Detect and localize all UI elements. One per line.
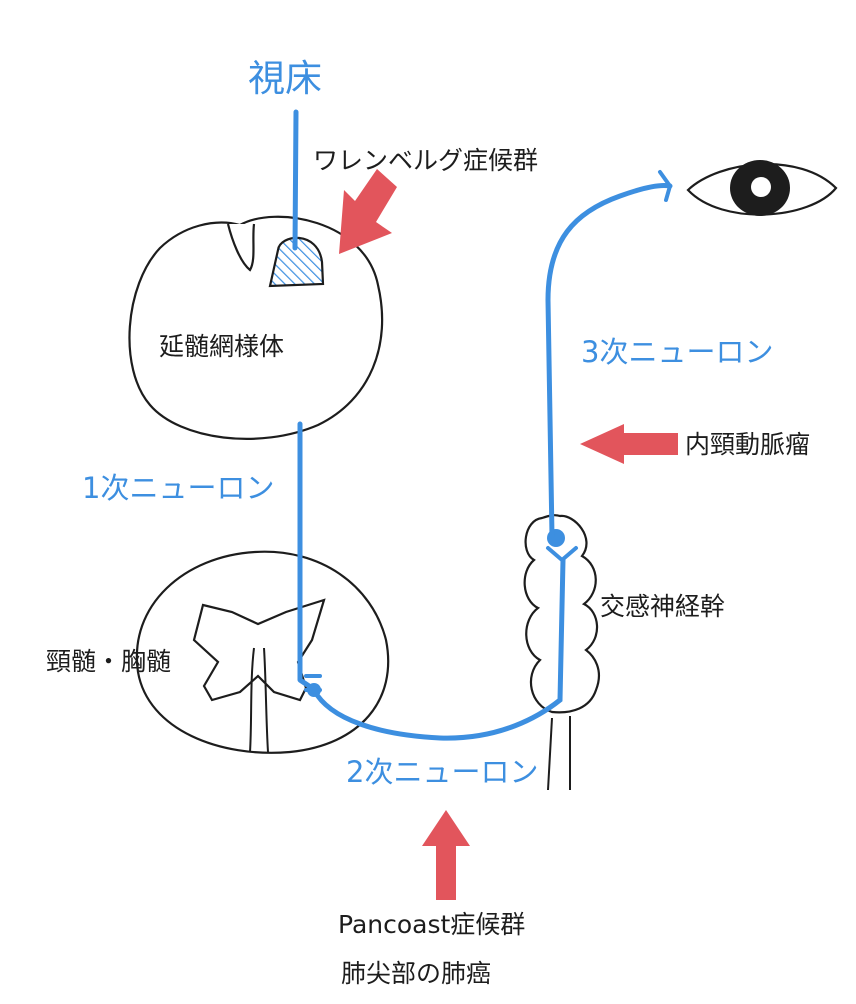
arrow-carotid-aneurysm <box>580 424 678 464</box>
label-wallenberg: ワレンベルグ症候群 <box>313 146 539 175</box>
third-neuron-terminal <box>658 170 672 202</box>
first-neuron-path <box>297 421 315 691</box>
label-third-neuron: 3次ニューロン <box>581 335 774 369</box>
second-neuron-path <box>311 557 566 741</box>
label-sympathetic-trunk: 交感神経幹 <box>600 592 726 621</box>
arrow-wallenberg <box>339 169 397 254</box>
label-pancoast: Pancoast症候群 <box>338 910 526 939</box>
spinal-cord-outline <box>135 550 390 754</box>
arrow-pancoast <box>422 810 470 900</box>
sympathetic-trunk-lines <box>547 716 571 791</box>
medulla-outline <box>128 215 384 440</box>
label-first-neuron: 1次ニューロン <box>82 471 275 505</box>
gray-matter-butterfly <box>192 598 326 702</box>
label-medulla-reticular: 延髄網様体 <box>159 332 285 361</box>
third-neuron-path <box>545 183 673 539</box>
label-carotid-aneurysm: 内頸動脈瘤 <box>685 430 811 459</box>
sympathetic-ganglion-outline <box>523 514 601 714</box>
pupil <box>751 177 771 197</box>
label-apical-lung-cancer: 肺尖部の肺癌 <box>341 959 492 988</box>
label-cord: 頸髄・胸髄 <box>46 647 172 676</box>
pathway-thalamus-to-medulla <box>292 109 299 251</box>
lesion-area-hatched <box>268 236 325 288</box>
label-second-neuron: 2次ニューロン <box>346 755 539 789</box>
anterior-fissure <box>249 647 269 753</box>
medulla-notch <box>226 223 256 272</box>
label-thalamus: 視床 <box>248 57 322 100</box>
second-neuron-terminal <box>546 546 578 562</box>
